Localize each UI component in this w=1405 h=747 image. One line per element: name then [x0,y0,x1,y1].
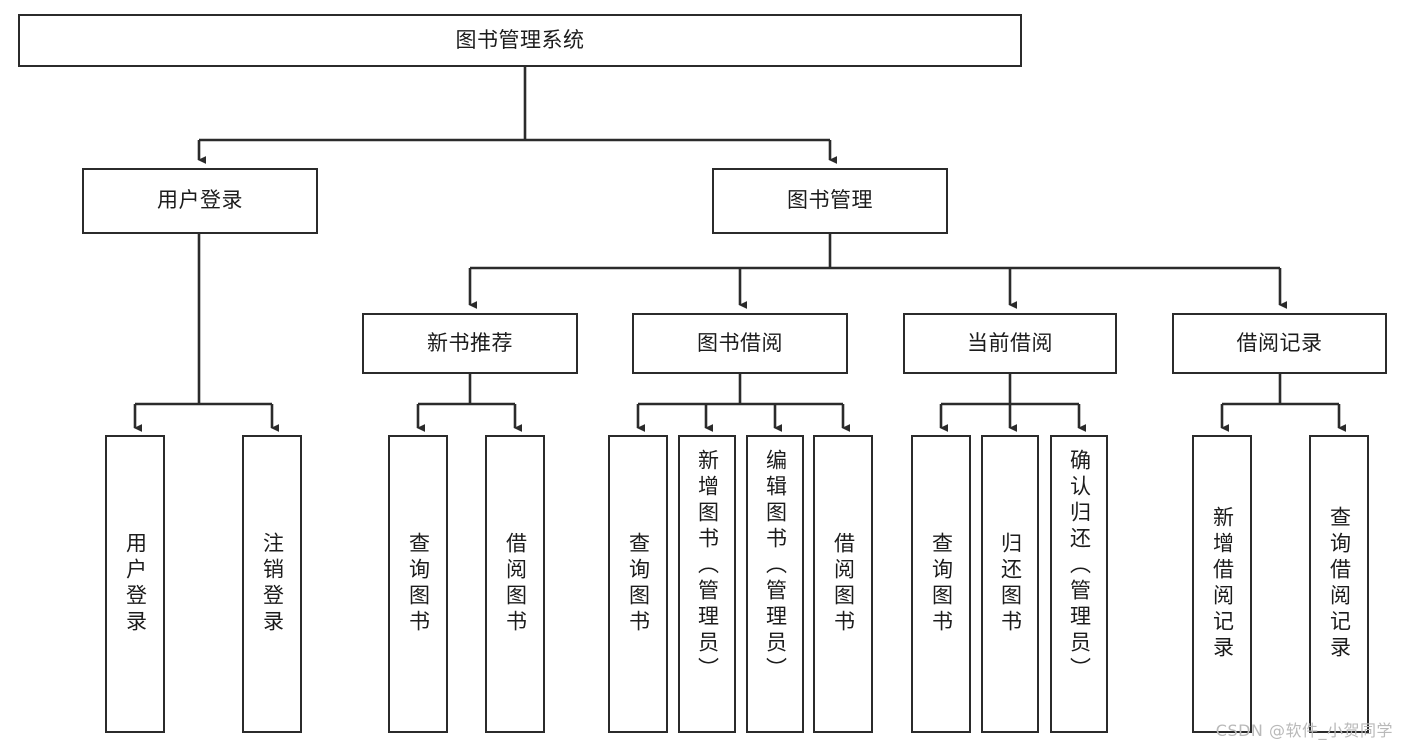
node-book-manage-label: 图书管理 [787,188,873,213]
node-leaf-user-login[interactable]: 用户登录 [105,435,165,733]
node-book-borrow-label: 图书借阅 [697,330,783,355]
node-leaf-edit-book-label: 编辑图书（管理员） [763,449,788,683]
node-leaf-query-book-3[interactable]: 查询图书 [911,435,971,733]
node-new-book-recommend-label: 新书推荐 [427,330,513,355]
node-leaf-add-book[interactable]: 新增图书（管理员） [678,435,736,733]
csdn-watermark: CSDN @软件_小贺同学 [1215,721,1393,740]
node-leaf-user-login-label: 用户登录 [123,532,148,636]
node-user-login-label: 用户登录 [157,188,243,213]
node-leaf-borrow-book-2[interactable]: 借阅图书 [813,435,873,733]
node-book-borrow[interactable]: 图书借阅 [632,313,848,374]
node-leaf-confirm-return[interactable]: 确认归还（管理员） [1050,435,1108,733]
node-leaf-query-record-label: 查询借阅记录 [1327,506,1352,662]
node-leaf-add-book-label: 新增图书（管理员） [695,449,720,683]
node-leaf-query-record[interactable]: 查询借阅记录 [1309,435,1369,733]
node-leaf-query-book-3-label: 查询图书 [929,532,954,636]
node-borrow-record[interactable]: 借阅记录 [1172,313,1387,374]
node-leaf-add-record[interactable]: 新增借阅记录 [1192,435,1252,733]
node-leaf-return-book-label: 归还图书 [998,532,1023,636]
node-leaf-query-book-2-label: 查询图书 [626,532,651,636]
node-leaf-query-book-1[interactable]: 查询图书 [388,435,448,733]
node-leaf-query-book-2[interactable]: 查询图书 [608,435,668,733]
node-leaf-confirm-return-label: 确认归还（管理员） [1067,449,1092,683]
node-user-login[interactable]: 用户登录 [82,168,318,234]
node-new-book-recommend[interactable]: 新书推荐 [362,313,578,374]
node-leaf-edit-book[interactable]: 编辑图书（管理员） [746,435,804,733]
node-leaf-user-logout-label: 注销登录 [260,532,285,636]
node-leaf-add-record-label: 新增借阅记录 [1210,506,1235,662]
node-root-label: 图书管理系统 [455,27,585,52]
node-book-manage[interactable]: 图书管理 [712,168,948,234]
node-leaf-return-book[interactable]: 归还图书 [981,435,1039,733]
node-leaf-user-logout[interactable]: 注销登录 [242,435,302,733]
node-current-borrow[interactable]: 当前借阅 [903,313,1117,374]
node-leaf-borrow-book-1-label: 借阅图书 [503,532,528,636]
node-leaf-query-book-1-label: 查询图书 [406,532,431,636]
node-leaf-borrow-book-1[interactable]: 借阅图书 [485,435,545,733]
node-current-borrow-label: 当前借阅 [967,330,1053,355]
node-root[interactable]: 图书管理系统 [18,14,1022,67]
node-borrow-record-label: 借阅记录 [1236,330,1323,355]
node-leaf-borrow-book-2-label: 借阅图书 [831,532,856,636]
